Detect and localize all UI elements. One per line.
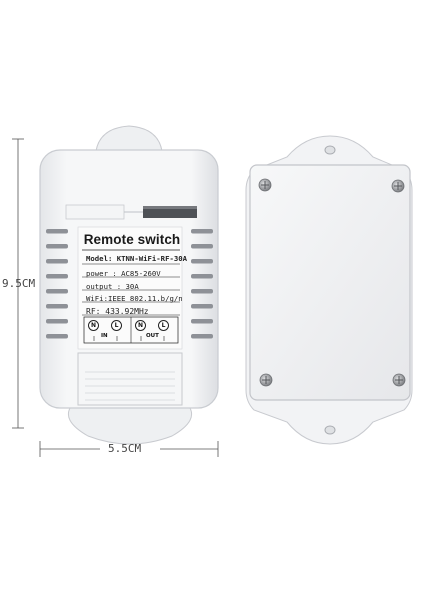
brand-title: Remote switch: [83, 232, 181, 247]
terminal-out-l: L: [158, 320, 169, 331]
wifi-text: WiFi:IEEE 802.11.b/g/n: [86, 294, 183, 303]
terminal-in-n: N: [88, 320, 99, 331]
terminal-group-in: IN: [101, 333, 108, 339]
top-mount-tab: [95, 125, 163, 152]
height-dimension-line: [12, 138, 24, 429]
left-vent-grille: [46, 229, 68, 339]
width-dimension-line: [39, 441, 219, 457]
mount-hole-top: [324, 145, 336, 155]
terminal-in-l: L: [111, 320, 122, 331]
back-panel: [249, 164, 411, 401]
terminal-out-n: N: [135, 320, 146, 331]
mount-hole-bottom: [324, 425, 336, 435]
back-device: [245, 135, 413, 445]
screw-icon: [391, 179, 405, 193]
width-dimension-label: 5.5CM: [108, 442, 142, 455]
power-text: power : AC85-260V: [86, 269, 161, 278]
output-text: output : 30A: [86, 282, 139, 291]
bottom-mount-tab: [68, 404, 192, 445]
screw-icon: [259, 373, 273, 387]
right-vent-grille: [191, 229, 213, 339]
screw-icon: [258, 178, 272, 192]
front-device: [39, 125, 219, 445]
terminal-group-out: OUT: [146, 333, 159, 339]
height-dimension-label: 9.5CM: [2, 277, 36, 290]
rf-text: RF: 433.92MHz: [86, 307, 149, 316]
screw-icon: [392, 373, 406, 387]
model-text: Model: KTNN-WiFi-RF-30A: [86, 254, 188, 263]
